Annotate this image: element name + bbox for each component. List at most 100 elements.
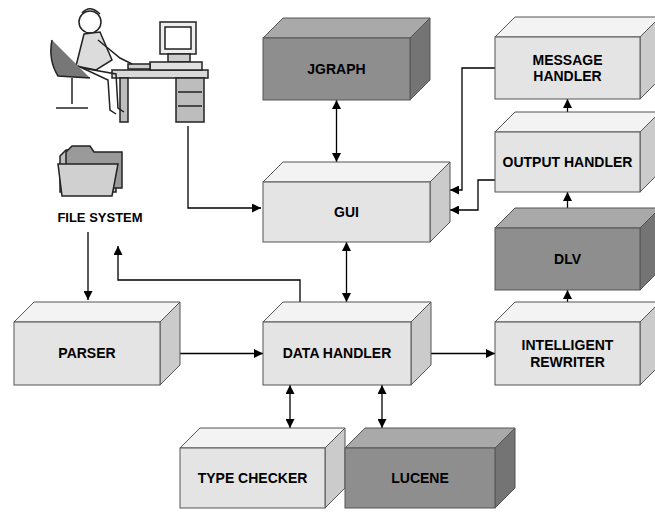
folder-icon bbox=[58, 146, 122, 196]
leg bbox=[82, 68, 124, 112]
box-top-face bbox=[180, 428, 345, 448]
box-3d-shape bbox=[263, 302, 431, 385]
box-side-face bbox=[325, 428, 345, 508]
box-label: GUI bbox=[328, 204, 365, 220]
process-box: GUI bbox=[263, 162, 450, 242]
connector-arrow bbox=[346, 242, 347, 302]
connector-arrow bbox=[450, 180, 495, 210]
monitor bbox=[160, 22, 196, 54]
box-face: PARSER bbox=[14, 322, 160, 385]
box-3d-shape bbox=[345, 428, 515, 508]
box-side-face bbox=[411, 302, 431, 385]
box-side-face bbox=[640, 112, 655, 192]
box-side-face bbox=[640, 17, 655, 99]
box-top-face bbox=[495, 208, 655, 228]
desk-drawers bbox=[176, 78, 204, 122]
box-label: INTELLIGENT REWRITER bbox=[495, 337, 640, 369]
box-side-face bbox=[160, 302, 180, 385]
box-label: OUTPUT HANDLER bbox=[497, 154, 639, 170]
connector-arrow bbox=[450, 68, 495, 190]
connector-arrow bbox=[381, 385, 382, 428]
connector-arrow bbox=[289, 385, 290, 428]
box-label: LUCENE bbox=[385, 470, 455, 486]
box-face: MESSAGE HANDLER bbox=[495, 37, 640, 99]
box-face: LUCENE bbox=[345, 448, 495, 508]
desk-leg bbox=[120, 78, 128, 122]
connector-arrow bbox=[567, 290, 568, 302]
box-side-face bbox=[640, 302, 655, 385]
connector-arrow bbox=[336, 100, 337, 162]
arm bbox=[98, 40, 132, 64]
process-box: OUTPUT HANDLER bbox=[495, 112, 655, 192]
box-side-face bbox=[495, 428, 515, 508]
box-label: TYPE CHECKER bbox=[192, 470, 314, 486]
desk-top bbox=[112, 70, 208, 78]
box-side-face bbox=[410, 18, 430, 100]
filesystem-to-parser-line bbox=[87, 232, 88, 300]
box-front-face bbox=[263, 322, 411, 385]
box-top-face bbox=[345, 428, 515, 448]
box-face: JGRAPH bbox=[263, 38, 410, 100]
box-face: TYPE CHECKER bbox=[180, 448, 325, 508]
chair-base bbox=[56, 107, 88, 109]
connector-arrow bbox=[180, 353, 263, 354]
box-front-face bbox=[263, 38, 410, 100]
process-box: JGRAPH bbox=[263, 18, 430, 100]
box-top-face bbox=[495, 112, 655, 132]
user-illustration bbox=[51, 9, 208, 122]
box-side-face bbox=[640, 208, 655, 290]
monitor-screen bbox=[165, 27, 191, 49]
box-3d-shape bbox=[495, 208, 655, 290]
process-box: LUCENE bbox=[345, 428, 515, 508]
box-top-face bbox=[263, 162, 450, 182]
torso bbox=[76, 32, 112, 70]
box-front-face bbox=[345, 448, 495, 508]
box-top-face bbox=[14, 302, 180, 322]
box-front-face bbox=[180, 448, 325, 508]
connector-arrow bbox=[431, 353, 495, 354]
folder bbox=[58, 164, 118, 196]
keyboard bbox=[128, 64, 150, 69]
box-label: DATA HANDLER bbox=[277, 345, 398, 361]
box-top-face bbox=[263, 18, 430, 38]
box-face: DLV bbox=[495, 228, 640, 290]
connector-arrow bbox=[567, 99, 568, 112]
head bbox=[79, 11, 101, 33]
box-face: DATA HANDLER bbox=[263, 322, 411, 385]
process-box: DLV bbox=[495, 208, 655, 290]
user-to-gui-line bbox=[188, 126, 261, 208]
monitor-stand bbox=[168, 54, 190, 62]
computer-base bbox=[150, 62, 202, 70]
chair-post bbox=[71, 78, 73, 104]
data-to-filesystem-line bbox=[118, 246, 300, 302]
box-front-face bbox=[495, 37, 640, 99]
process-box: TYPE CHECKER bbox=[180, 428, 345, 508]
drawer-line bbox=[178, 105, 202, 107]
box-3d-shape bbox=[14, 302, 180, 385]
box-3d-shape bbox=[263, 18, 430, 100]
box-3d-shape bbox=[263, 162, 450, 242]
box-front-face bbox=[495, 322, 640, 385]
box-face: OUTPUT HANDLER bbox=[495, 132, 640, 192]
box-front-face bbox=[263, 182, 430, 242]
box-3d-shape bbox=[495, 112, 655, 192]
process-box: MESSAGE HANDLER bbox=[495, 17, 655, 99]
box-front-face bbox=[495, 228, 640, 290]
box-side-face bbox=[430, 162, 450, 242]
chair-back bbox=[51, 40, 90, 78]
process-box: INTELLIGENT REWRITER bbox=[495, 302, 655, 385]
box-top-face bbox=[263, 302, 431, 322]
box-face: GUI bbox=[263, 182, 430, 242]
box-label: JGRAPH bbox=[301, 61, 371, 77]
process-box: PARSER bbox=[14, 302, 180, 385]
process-box: DATA HANDLER bbox=[263, 302, 431, 385]
box-top-face bbox=[495, 302, 655, 322]
box-front-face bbox=[495, 132, 640, 192]
box-face: INTELLIGENT REWRITER bbox=[495, 322, 640, 385]
box-label: MESSAGE HANDLER bbox=[495, 52, 640, 84]
drawer-line bbox=[178, 91, 202, 93]
box-top-face bbox=[495, 17, 655, 37]
connector-arrow bbox=[567, 192, 568, 208]
box-label: DLV bbox=[548, 251, 587, 267]
